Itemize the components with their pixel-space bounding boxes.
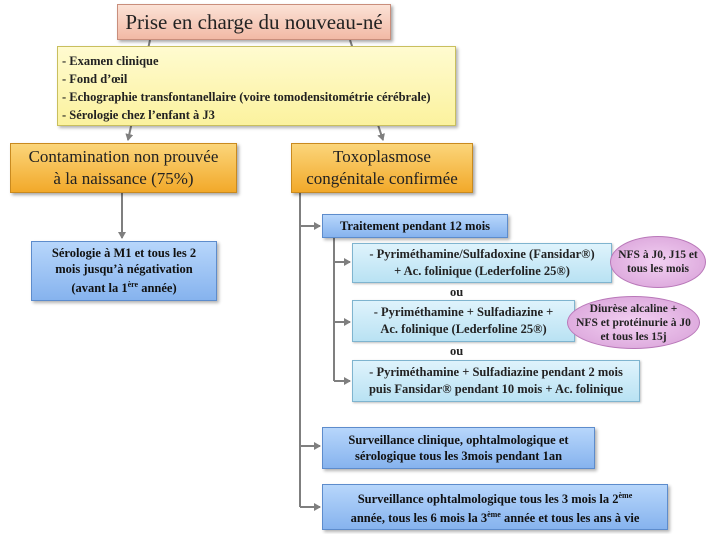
surveillance-first-year-box: Surveillance clinique, ophtalmologique e… <box>322 427 595 469</box>
exam-item: - Fond d’œil <box>62 72 128 86</box>
treatment-option-1-box: - Pyriméthamine/Sulfadoxine (Fansidar®) … <box>352 243 612 283</box>
treatment-option-3-box: - Pyriméthamine + Sulfadiazine pendant 2… <box>352 360 640 402</box>
contamination-not-proven-box: Contamination non prouvée à la naissance… <box>10 143 237 193</box>
diagram-title: Prise en charge du nouveau-né <box>117 4 391 40</box>
or-label-1: ou <box>450 285 464 299</box>
exam-item: - Examen clinique <box>62 54 159 68</box>
treatment-option-2-box: - Pyriméthamine + Sulfadiazine + Ac. fol… <box>352 300 575 342</box>
exam-item: - Sérologie chez l’enfant à J3 <box>62 108 215 122</box>
surveillance-long-term-box: Surveillance ophtalmologique tous les 3 … <box>322 484 668 530</box>
initial-exams-box: - Examen clinique - Fond d’œil - Echogra… <box>57 46 456 126</box>
serology-followup-box: Sérologie à M1 et tous les 2 mois jusqu’… <box>31 241 217 301</box>
treatment-box: Traitement pendant 12 mois <box>322 214 508 238</box>
confirmed-toxoplasmosis-box: Toxoplasmose congénitale confirmée <box>291 143 473 193</box>
monitoring-note-2: Diurèse alcaline + NFS et protéinurie à … <box>567 296 700 349</box>
monitoring-note-1: NFS à J0, J15 et tous les mois <box>610 236 706 288</box>
exam-item: - Echographie transfontanellaire (voire … <box>62 90 431 104</box>
or-label-2: ou <box>450 344 464 358</box>
